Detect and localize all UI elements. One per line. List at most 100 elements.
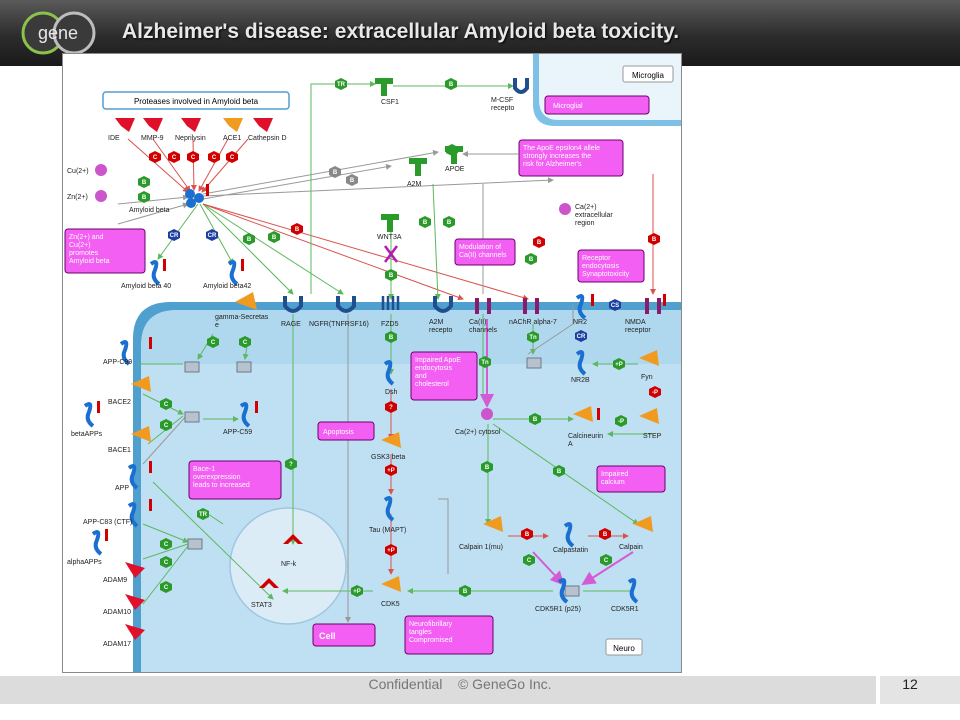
amyloid-beta: Amyloid beta: [129, 184, 209, 214]
node-label: B: [525, 532, 530, 538]
node-label: Fyn: [641, 374, 653, 381]
node-label: APP-C59: [223, 429, 252, 436]
node-label: C: [172, 155, 177, 161]
node-label: FZD5: [381, 321, 399, 328]
node-label: Zn(2+): [67, 194, 88, 201]
badge-b: B: [521, 528, 533, 540]
receptor-ngfr: NGFR(TNFRSF16): [309, 296, 369, 328]
badge-b: B: [445, 78, 457, 90]
nucleus-region: [229, 507, 347, 625]
slide-footer: [0, 676, 876, 704]
node-label: B: [389, 273, 394, 279]
node-label: APOE: [445, 166, 465, 173]
node-label: +P: [353, 589, 361, 595]
node-label: CSF1: [381, 99, 399, 106]
node-label: B: [485, 465, 490, 471]
nr2b: NR2B: [571, 350, 590, 384]
adam9: ADAM9: [103, 562, 145, 584]
badge-cs: CS: [609, 299, 621, 311]
cdk5r1: CDK5R1: [611, 578, 639, 613]
badge-cr: CR: [575, 330, 587, 342]
node-label: B: [463, 589, 468, 595]
footer-text: Confidential © GeneGo Inc.: [368, 676, 552, 692]
receptor-nr2: NR2: [573, 294, 594, 326]
node-label: B: [350, 178, 355, 184]
node-label: ?: [389, 405, 393, 411]
node-label: STAT3: [251, 602, 272, 609]
note-apoptosis: Apoptosis: [323, 429, 354, 436]
node-label: ADAM10: [103, 609, 131, 616]
app-c99: APP-C99: [103, 337, 152, 366]
node-label: B: [389, 335, 394, 341]
node-label: B: [603, 532, 608, 538]
amyloid-beta-42: Amyloid beta42: [203, 259, 251, 290]
complex: [187, 538, 203, 550]
pathway-diagram: Microglia Neuro Proteases involved in Am…: [62, 53, 682, 673]
node-label: C: [164, 423, 169, 429]
badge-b: B: [443, 216, 455, 228]
node-label: nAChR alpha-7: [509, 319, 557, 326]
complex: [236, 361, 252, 373]
ligand-csf1: CSF1: [375, 78, 399, 106]
badge-p: +P: [385, 544, 397, 556]
badge-b: B: [138, 176, 150, 188]
badge-c: C: [226, 151, 238, 163]
badge-c: C: [160, 398, 172, 410]
node-label: B: [533, 417, 538, 423]
badge-tn: Tn: [527, 331, 539, 343]
dsh: Dsh: [383, 360, 398, 396]
badge-tn: Tn: [479, 356, 491, 368]
ca-cytosol: Ca(2+) cytosol: [455, 408, 501, 436]
node-label: WNT3A: [377, 234, 402, 241]
protease-cathepsin: Cathepsin D: [248, 118, 287, 142]
node-label: APP-C83 (CTF): [83, 519, 132, 526]
bace1: BACE1: [108, 426, 151, 454]
nodes-layer: IDE MMP-9 Neprilysin ACE1 Cathepsin D Cu…: [67, 78, 666, 648]
node-label: C: [604, 558, 609, 564]
node-label: B: [557, 469, 562, 475]
node-label: CS: [611, 303, 619, 309]
calpain: Calpain: [619, 516, 653, 551]
badge-c: C: [160, 419, 172, 431]
neuro-label: Neuro: [613, 644, 635, 653]
badge-b: B: [291, 223, 303, 235]
badge-cr: CR: [206, 229, 218, 241]
badge-p: -P: [649, 386, 661, 398]
node-label: CR: [208, 233, 217, 239]
channel-ca: Ca(II)channels: [469, 298, 498, 334]
node-label: C: [164, 542, 169, 548]
node-label: B: [447, 220, 452, 226]
node-label: C: [230, 155, 235, 161]
badge-c: C: [207, 336, 219, 348]
node-label: C: [212, 155, 217, 161]
node-label: +P: [387, 548, 395, 554]
node-label: Tn: [481, 360, 489, 366]
page-number-box: [880, 676, 960, 704]
badge-b: B: [459, 585, 471, 597]
stat3: STAT3: [251, 578, 279, 609]
node-label: B: [333, 170, 338, 176]
amyloid-beta-40: Amyloid beta 40: [121, 259, 171, 290]
receptor-nachr: nAChR alpha-7: [509, 298, 557, 326]
tau: Tau (MAPT): [369, 496, 406, 534]
node-label: Amyloid beta: [129, 207, 170, 214]
node-label: TR: [199, 512, 208, 518]
app-c83: APP-C83 (CTF): [83, 499, 152, 528]
node-label: -P: [618, 419, 624, 425]
node-label: ADAM9: [103, 577, 127, 584]
ligand-apoe: APOE: [445, 146, 465, 173]
ligand-wnt3a: WNT3A: [377, 214, 402, 241]
node-label: betaAPPs: [71, 431, 103, 438]
node-label: C: [527, 558, 532, 564]
bace2: BACE2: [108, 376, 151, 406]
badge-c: C: [160, 556, 172, 568]
badge-b: B: [268, 231, 280, 243]
badge-b: B: [138, 191, 150, 203]
node-label: Calpastatin: [553, 547, 588, 554]
